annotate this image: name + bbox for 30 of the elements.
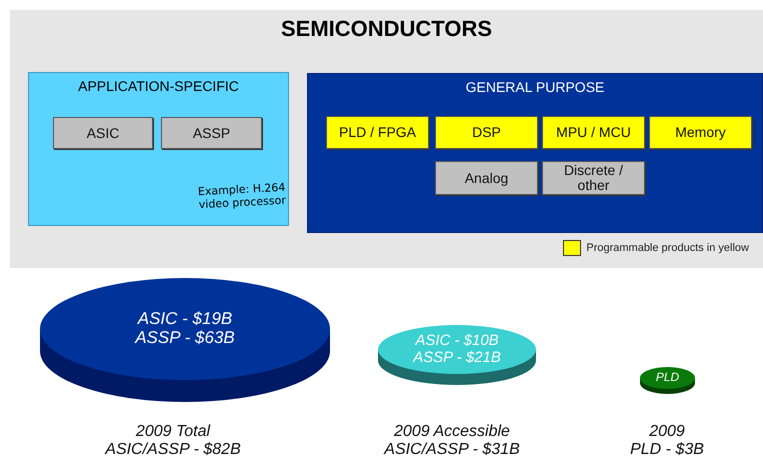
panel-background [10,10,763,268]
disk-label: PLD [656,371,680,385]
disk-caption: 2009 Accessible [394,423,510,441]
disk-label: ASSP - $21B [413,350,501,366]
product-box: MPU / MCU [542,116,645,149]
category-heading: APPLICATION-SPECIFIC [77,77,240,96]
category-panel [28,72,289,226]
market-disk [640,367,695,394]
product-box: ASSP [161,117,262,149]
product-box: Discrete / other [542,161,645,195]
market-disk [378,325,536,385]
disk-caption: ASIC/ASSP - $82B [105,441,241,459]
disk-caption: 2009 Total [136,423,210,441]
disk-label: ASSP - $63B [135,329,235,348]
panel-title: SEMICONDUCTORS [280,15,494,43]
legend-text: Programmable products in yellow [586,241,749,256]
category-panel [307,73,763,233]
example-note: Example: H.264 video processor [196,180,288,212]
category-heading: GENERAL PURPOSE [464,78,606,97]
market-disk [40,278,330,402]
disk-label: ASIC - $19B [138,310,232,329]
product-box: Analog [435,161,538,195]
product-box: DSP [435,116,538,149]
disk-caption: PLD - $3B [630,441,704,459]
product-box: PLD / FPGA [326,116,429,149]
product-box: Memory [649,116,752,149]
disk-caption: 2009 [649,423,685,441]
disk-caption: ASIC/ASSP - $31B [384,441,520,459]
product-box: ASIC [53,117,153,149]
disk-label: ASIC - $10B [415,333,499,350]
